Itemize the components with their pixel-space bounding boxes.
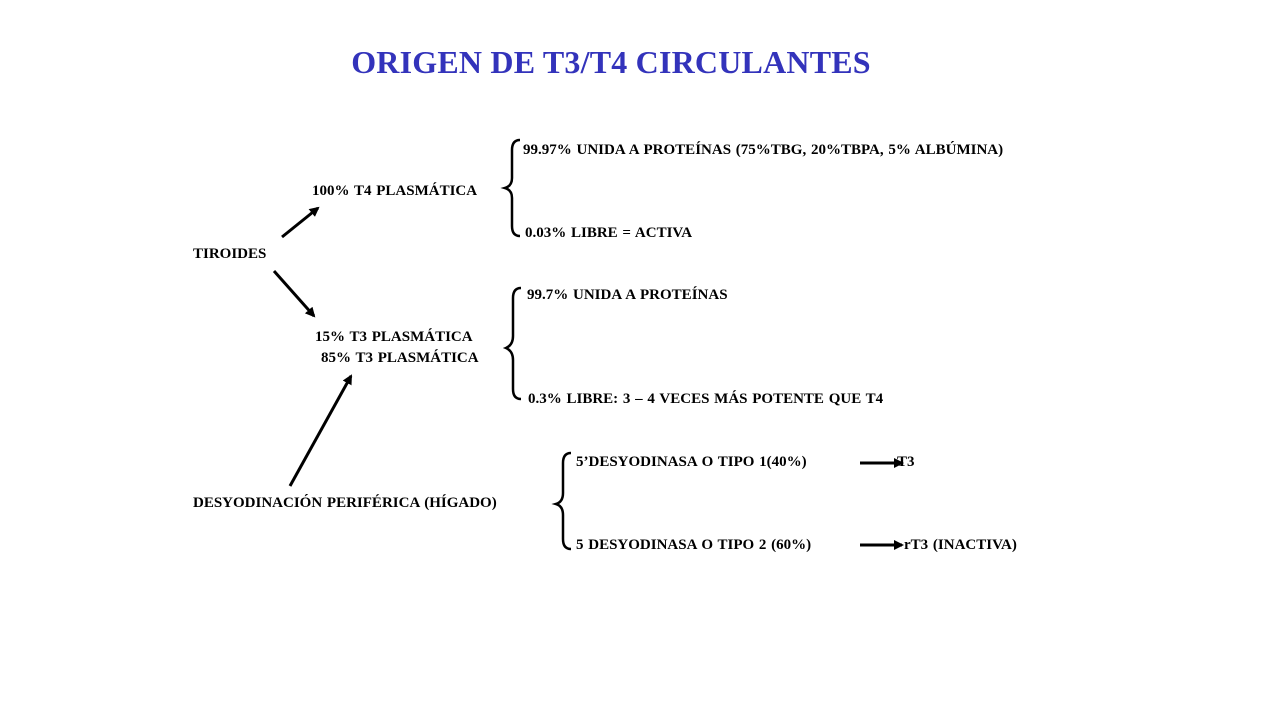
deiodinase-type1-product: T3 [897, 454, 915, 470]
deiodinase-type2-label: 5 DESYODINASA O TIPO 2 (60%) [576, 537, 812, 553]
arrow-tiroides-to-t4 [281, 206, 320, 239]
brace-deiodinases [551, 451, 572, 551]
arrow-tiroides-to-t3 [272, 270, 316, 318]
page-title: ORIGEN DE T3/T4 CIRCULANTES [351, 44, 871, 80]
brace-t3 [502, 286, 522, 401]
deiodinase-type2-product: rT3 (INACTIVA) [904, 537, 1017, 553]
node-t3-plasmatica-85: 85% T3 PLASMÁTICA [321, 350, 479, 366]
node-tiroides: TIROIDES [193, 246, 267, 262]
t3-bound-label: 99.7% UNIDA A PROTEÍNAS [527, 287, 728, 303]
node-desyodinacion: DESYODINACIÓN PERIFÉRICA (HÍGADO) [193, 495, 497, 511]
arrow-desyodinacion-to-t3 [288, 374, 353, 487]
t3-free-label: 0.3% LIBRE: 3 – 4 VECES MÁS POTENTE QUE … [528, 391, 884, 407]
brace-t4 [500, 138, 521, 238]
node-t3-plasmatica-15: 15% T3 PLASMÁTICA [315, 329, 473, 345]
t4-free-label: 0.03% LIBRE = ACTIVA [525, 225, 693, 241]
node-t4-plasmatica: 100% T4 PLASMÁTICA [312, 183, 478, 199]
t4-bound-label: 99.97% UNIDA A PROTEÍNAS (75%TBG, 20%TBP… [523, 142, 1004, 158]
deiodinase-type1-label: 5’DESYODINASA O TIPO 1(40%) [576, 454, 807, 470]
